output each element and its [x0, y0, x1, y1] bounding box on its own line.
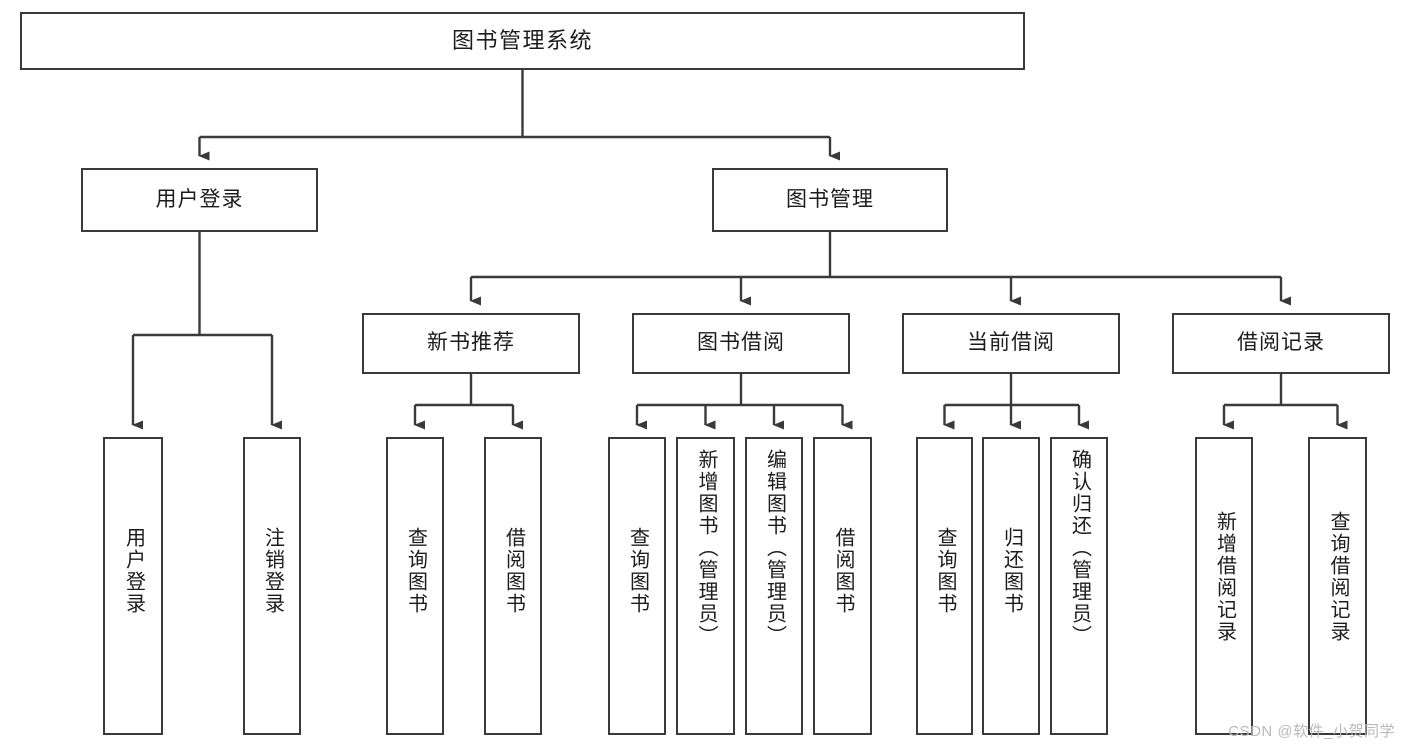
node-label: 查询借阅记录	[1327, 511, 1349, 643]
node-label: 用户登录	[155, 187, 244, 211]
node-root[interactable]: 图书管理系统	[20, 12, 1025, 70]
node-label: 查询图书	[934, 527, 956, 615]
node-label: 借阅图书	[832, 527, 854, 615]
node-leaf-query-borrow-record[interactable]: 查询借阅记录	[1308, 437, 1367, 735]
node-label: 图书借阅	[697, 331, 785, 355]
node-leaf-query-book-1[interactable]: 查询图书	[386, 437, 444, 735]
node-label: 归还图书	[1000, 527, 1023, 615]
node-label: 注销登录	[261, 527, 284, 615]
node-leaf-add-book-admin[interactable]: 新增图书（管理员）	[676, 437, 735, 735]
node-leaf-query-book-2[interactable]: 查询图书	[608, 437, 666, 735]
node-label: 查询图书	[404, 527, 427, 615]
node-label: 借阅图书	[502, 527, 525, 615]
node-new-book-recommend[interactable]: 新书推荐	[362, 313, 580, 374]
node-book-borrow[interactable]: 图书借阅	[632, 313, 850, 374]
node-borrow-record[interactable]: 借阅记录	[1172, 313, 1390, 374]
node-leaf-query-book-3[interactable]: 查询图书	[916, 437, 973, 735]
node-leaf-borrow-book-2[interactable]: 借阅图书	[813, 437, 872, 735]
node-label: 确认归还（管理员）	[1068, 449, 1091, 647]
node-label: 新增图书（管理员）	[695, 449, 717, 647]
node-label: 当前借阅	[967, 331, 1055, 355]
node-leaf-logout[interactable]: 注销登录	[243, 437, 301, 735]
node-label: 用户登录	[122, 527, 145, 615]
node-leaf-add-borrow-record[interactable]: 新增借阅记录	[1195, 437, 1253, 735]
node-label: 编辑图书（管理员）	[763, 449, 786, 647]
node-label: 图书管理	[786, 187, 874, 211]
node-current-borrow[interactable]: 当前借阅	[902, 313, 1120, 374]
node-label: 借阅记录	[1237, 331, 1325, 355]
node-label: 新增借阅记录	[1213, 511, 1236, 643]
node-leaf-user-login[interactable]: 用户登录	[103, 437, 163, 735]
node-book-management[interactable]: 图书管理	[712, 168, 948, 232]
node-leaf-borrow-book-1[interactable]: 借阅图书	[484, 437, 542, 735]
node-leaf-confirm-return-admin[interactable]: 确认归还（管理员）	[1050, 437, 1108, 735]
node-label: 新书推荐	[427, 331, 515, 355]
node-user-login[interactable]: 用户登录	[81, 168, 318, 232]
node-label: 查询图书	[626, 527, 649, 615]
node-label: 图书管理系统	[451, 28, 593, 54]
node-leaf-return-book[interactable]: 归还图书	[982, 437, 1040, 735]
node-leaf-edit-book-admin[interactable]: 编辑图书（管理员）	[745, 437, 803, 735]
watermark: CSDN @软件_小贺同学	[1228, 723, 1395, 740]
